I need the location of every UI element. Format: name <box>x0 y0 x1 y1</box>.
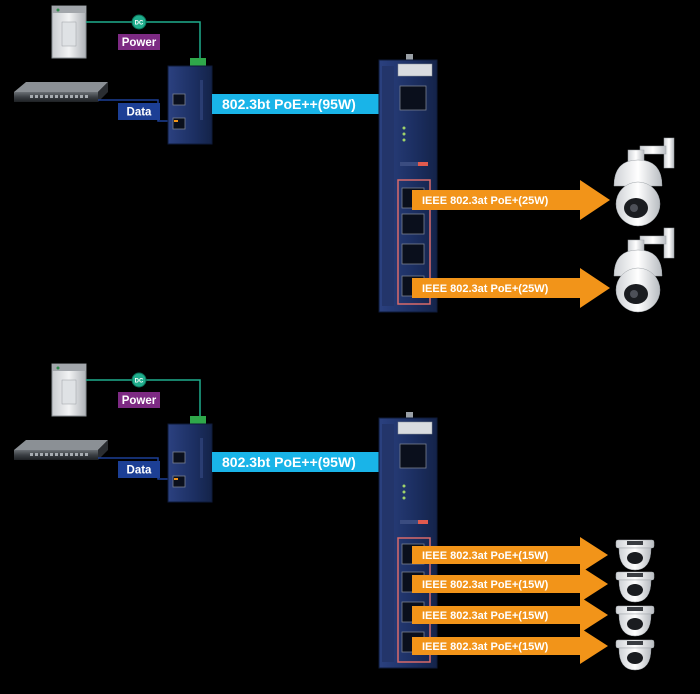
poe-extender-icon <box>378 54 438 313</box>
power-badge: Power <box>118 34 160 50</box>
dome-camera-icon <box>615 605 655 637</box>
poe-injector-icon <box>167 416 213 503</box>
ptz-camera-icon <box>613 227 675 313</box>
poe-input-arrow: 802.3bt PoE++(95W) <box>212 442 432 482</box>
poe-output-label: IEEE 802.3at PoE+(25W) <box>422 195 549 207</box>
poe-output-label: IEEE 802.3at PoE+(25W) <box>422 283 549 295</box>
dc-label: DC <box>135 379 144 385</box>
poe-output-label: IEEE 802.3at PoE+(15W) <box>422 550 549 562</box>
poe-output-label: IEEE 802.3at PoE+(15W) <box>422 641 549 653</box>
power-label: Power <box>122 395 157 407</box>
poe-extender-icon <box>378 412 438 669</box>
data-badge: Data <box>118 103 160 120</box>
network-switch-icon <box>14 82 108 102</box>
poe-input-arrow: 802.3bt PoE++(95W) <box>212 84 432 124</box>
poe-injector-icon <box>167 58 213 145</box>
power-badge: Power <box>118 392 160 408</box>
diagram-bottom: DC Power Data <box>14 363 655 671</box>
data-label: Data <box>127 107 153 119</box>
power-cable <box>86 379 201 424</box>
power-supply-icon <box>51 5 87 59</box>
poe-output-arrow: IEEE 802.3at PoE+(15W) <box>412 597 608 633</box>
dc-badge: DC <box>131 14 147 30</box>
data-badge: Data <box>118 461 160 478</box>
power-label: Power <box>122 37 157 49</box>
ptz-camera-icon <box>613 137 675 227</box>
data-label: Data <box>127 465 153 477</box>
power-cable <box>86 21 201 66</box>
poe-output-arrow: IEEE 802.3at PoE+(15W) <box>412 537 608 573</box>
poe-output-arrow: IEEE 802.3at PoE+(15W) <box>412 628 608 664</box>
poe-output-label: IEEE 802.3at PoE+(15W) <box>422 579 549 591</box>
dome-camera-icon <box>615 571 655 603</box>
dc-badge: DC <box>131 372 147 388</box>
dome-camera-icon <box>615 539 655 571</box>
poe-output-arrow: IEEE 802.3at PoE+(25W) <box>412 180 610 220</box>
power-supply-icon <box>51 363 87 417</box>
poe-output-label: IEEE 802.3at PoE+(15W) <box>422 610 549 622</box>
dome-camera-icon <box>615 639 655 671</box>
network-switch-icon <box>14 440 108 460</box>
dc-label: DC <box>135 21 144 27</box>
diagram-top: DC Power Data <box>14 5 675 313</box>
poe-input-label: 802.3bt PoE++(95W) <box>222 454 356 470</box>
poe-input-label: 802.3bt PoE++(95W) <box>222 96 356 112</box>
poe-output-arrow: IEEE 802.3at PoE+(15W) <box>412 566 608 602</box>
poe-output-arrow: IEEE 802.3at PoE+(25W) <box>412 268 610 308</box>
